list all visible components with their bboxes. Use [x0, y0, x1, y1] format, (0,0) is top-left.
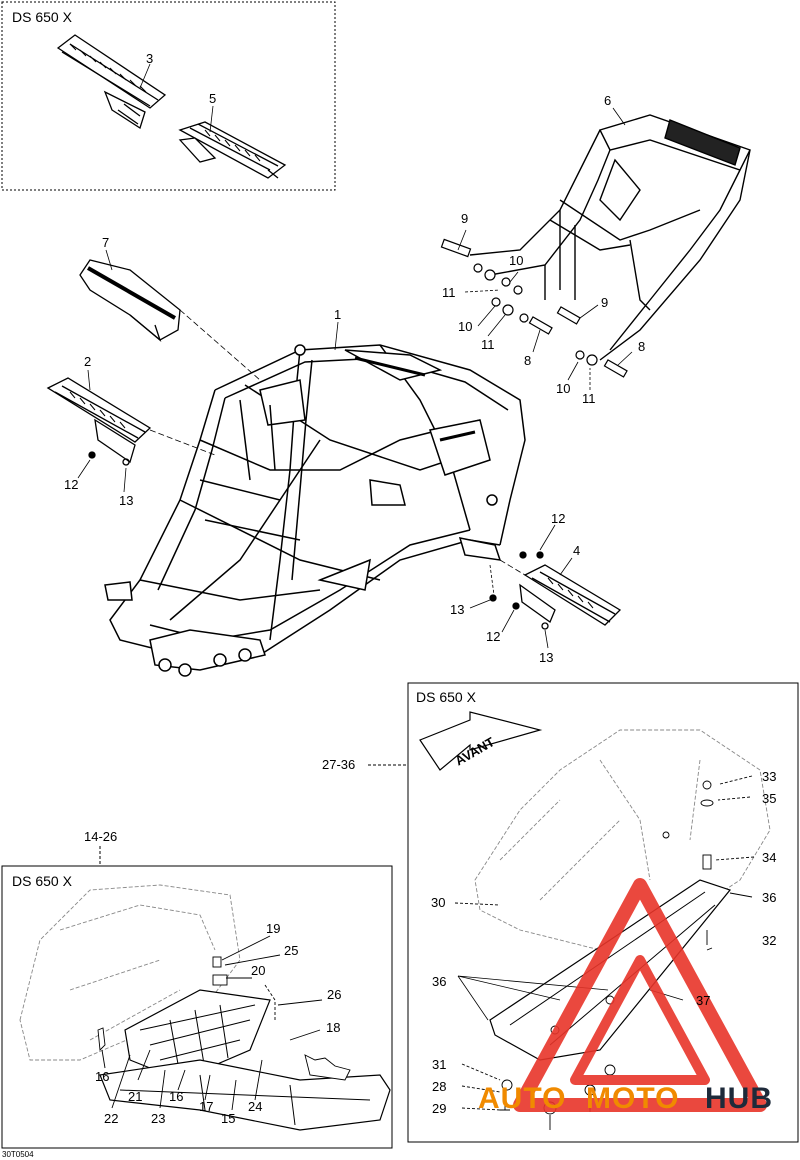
callout-25: 25	[284, 943, 299, 958]
inset-box-bottom-left	[1, 865, 393, 1149]
callout-9b: 9	[601, 295, 609, 310]
callout-13b: 13	[450, 602, 465, 617]
skid-plate-assembly-27-36	[419, 711, 771, 1130]
ref-label-27-36: 27-36	[322, 757, 356, 772]
callout-18: 18	[326, 1020, 341, 1035]
callout-36a: 36	[762, 890, 777, 905]
callout-8a: 8	[524, 353, 532, 368]
callout-23: 23	[151, 1111, 166, 1126]
watermark-hub: HUB	[705, 1082, 773, 1115]
automotohub-watermark-logo	[513, 878, 767, 1112]
callout-12c: 12	[486, 629, 501, 644]
callout-26: 26	[327, 987, 342, 1002]
callout-7: 7	[102, 235, 110, 250]
inset-box-top-left	[1, 1, 336, 191]
footrest-part-4	[489, 551, 622, 630]
callout-33: 33	[762, 769, 777, 784]
skid-plate-assembly-14-26	[19, 884, 391, 1131]
hardware-cluster-8-11	[440, 238, 628, 378]
callout-10c: 10	[556, 381, 571, 396]
callout-13c: 13	[539, 650, 554, 665]
footrest-part-3	[56, 34, 167, 130]
main-frame-part-1	[104, 344, 526, 677]
callout-22: 22	[104, 1111, 119, 1126]
callout-17: 17	[199, 1099, 214, 1114]
callout-29: 29	[432, 1101, 447, 1116]
ref-label-14-26: 14-26	[84, 829, 118, 844]
callout-2: 2	[84, 354, 92, 369]
box-title-bottom-left: DS 650 X	[12, 873, 72, 889]
callout-13a: 13	[119, 493, 134, 508]
callout-8b: 8	[638, 339, 646, 354]
bracket-part-7	[79, 259, 181, 342]
watermark-auto: AUTO	[478, 1082, 566, 1115]
box-title-bottom-right: DS 650 X	[416, 689, 476, 705]
callout-19: 19	[266, 921, 281, 936]
callout-21: 21	[128, 1089, 143, 1104]
callout-11a: 11	[442, 285, 456, 300]
callout-24: 24	[248, 1099, 263, 1114]
callout-10a: 10	[509, 253, 524, 268]
box-title-top-left: DS 650 X	[12, 9, 72, 25]
callout-10b: 10	[458, 319, 473, 334]
rear-subframe-part-6	[469, 114, 751, 361]
leader-lines-upper	[77, 63, 633, 649]
callout-4: 4	[573, 543, 581, 558]
callout-3: 3	[146, 51, 154, 66]
callout-6: 6	[604, 93, 612, 108]
callout-20: 20	[251, 963, 266, 978]
callout-11b: 11	[481, 337, 495, 352]
callout-1: 1	[334, 307, 342, 322]
callout-34: 34	[762, 850, 777, 865]
drawing-code: 30T0504	[2, 1150, 34, 1159]
callout-28: 28	[432, 1079, 447, 1094]
callout-5: 5	[209, 91, 217, 106]
callout-15: 15	[221, 1111, 236, 1126]
callout-35: 35	[762, 791, 777, 806]
watermark-moto: MOTO	[586, 1082, 679, 1115]
callout-30: 30	[431, 895, 446, 910]
callout-16a: 16	[95, 1069, 110, 1084]
callout-12a: 12	[64, 477, 79, 492]
callout-9a: 9	[461, 211, 469, 226]
inset-box-bottom-right	[407, 682, 799, 1143]
footrest-part-2	[46, 377, 152, 466]
callout-31: 31	[432, 1057, 447, 1072]
callout-11c: 11	[582, 391, 596, 406]
callout-36b: 36	[432, 974, 447, 989]
callout-37: 37	[696, 993, 711, 1008]
callout-32: 32	[762, 933, 777, 948]
footrest-part-5	[178, 121, 287, 179]
callout-16b: 16	[169, 1089, 184, 1104]
callout-12b: 12	[551, 511, 566, 526]
